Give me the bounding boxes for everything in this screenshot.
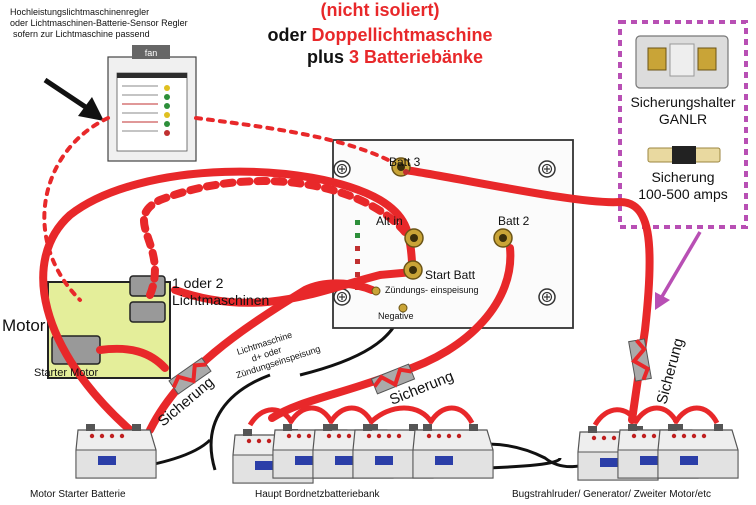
arrow-head-icon [78, 97, 104, 121]
pointer-arrow [43, 77, 92, 113]
label-alternator-line1: 1 oder 2 [172, 275, 224, 291]
aux-battery-bank [577, 423, 739, 481]
label-starter-motor: Starter Motor [34, 367, 99, 379]
terminal-batt2 [493, 228, 513, 248]
label-batt3: Batt 3 [389, 155, 421, 169]
sense-wires [42, 116, 412, 302]
mounting-bolt-icon [333, 160, 351, 178]
status-led-icon [403, 169, 409, 175]
regulator-note-line1: Hochleistungslichtmaschinenregler [10, 7, 149, 17]
label-ignition: Zündungs- einspeisung [385, 285, 479, 295]
terminal-alt-in [404, 228, 424, 248]
starter-battery [75, 423, 157, 479]
fuse-panel [618, 20, 748, 229]
battery-interconnects [247, 405, 720, 427]
inline-fuse [628, 338, 652, 382]
regulator-device [107, 45, 197, 162]
arrow-head-icon [655, 292, 670, 310]
terminal-ignition [371, 286, 381, 296]
label-start-batt: Start Batt [425, 268, 476, 282]
label-starter-battery: Motor Starter Batterie [30, 489, 126, 500]
terminal-start-batt [403, 260, 423, 280]
header-line3: plus 3 Batteriebänke [307, 47, 483, 67]
pointer-arrow [658, 231, 702, 301]
regulator-note-line3: sofern zur Lichtmaschine passend [13, 29, 150, 39]
label-fuse-holder-line2: GANLR [659, 111, 707, 127]
label-negative: Negative [378, 311, 414, 321]
label-aux-bank: Bugstrahlruder/ Generator/ Zweiter Motor… [512, 489, 711, 500]
regulator-fan-label: fan [145, 48, 158, 58]
label-alternator-line2: Lichtmaschinen [172, 292, 269, 308]
label-fuse-line1: Sicherung [651, 169, 714, 185]
terminal-negative [398, 303, 408, 313]
header-line2: oder Doppellichtmaschine [267, 25, 492, 45]
house-battery-bank [232, 423, 494, 484]
mounting-bolt-icon [538, 160, 556, 178]
label-fuse-line2: 100-500 amps [638, 186, 728, 202]
label-motor: Motor [2, 316, 46, 335]
charger-unit [332, 139, 574, 329]
label-fuse-holder-line1: Sicherungshalter [630, 94, 735, 110]
label-fuse-3: Sicherung [653, 336, 687, 406]
label-alt-in: Alt in [376, 214, 403, 228]
label-house-bank: Haupt Bordnetzbatteriebank [255, 489, 381, 500]
mounting-bolt-icon [538, 288, 556, 306]
inline-fuse [168, 357, 212, 395]
regulator-note-line2: oder Lichtmaschinen-Batterie-Sensor Regl… [10, 18, 188, 28]
inline-fuse [370, 363, 416, 395]
label-batt2: Batt 2 [498, 214, 530, 228]
header-line1: (nicht isoliert) [320, 0, 439, 20]
